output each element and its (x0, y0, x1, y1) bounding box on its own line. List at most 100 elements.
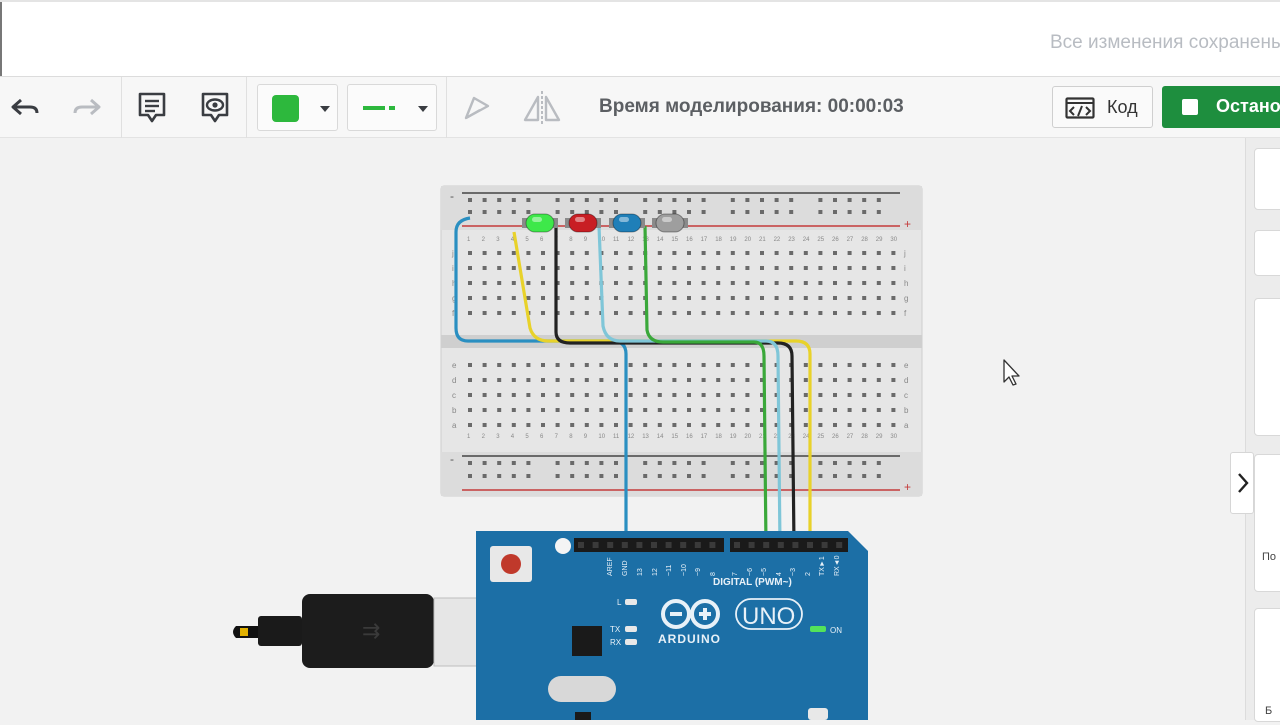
rail-hole[interactable] (687, 461, 691, 465)
breadboard-hole[interactable] (628, 296, 633, 300)
breadboard-hole[interactable] (628, 281, 633, 285)
breadboard-hole[interactable] (614, 408, 618, 412)
breadboard-hole[interactable] (862, 393, 867, 397)
rail-hole[interactable] (687, 210, 691, 214)
breadboard-hole[interactable] (833, 281, 837, 285)
breadboard-hole[interactable] (818, 378, 823, 382)
breadboard-hole[interactable] (555, 363, 560, 367)
rail-hole[interactable] (643, 210, 648, 214)
breadboard-hole[interactable] (570, 266, 575, 270)
breadboard-hole[interactable] (482, 296, 487, 300)
rail-hole[interactable] (482, 198, 487, 202)
breadboard-hole[interactable] (584, 378, 589, 382)
breadboard-hole[interactable] (511, 393, 516, 397)
rail-hole[interactable] (730, 198, 735, 202)
breadboard-hole[interactable] (760, 423, 764, 427)
visibility-button[interactable] (196, 89, 234, 127)
breadboard-hole[interactable] (862, 363, 867, 367)
breadboard-hole[interactable] (672, 281, 677, 285)
rail-hole[interactable] (774, 474, 779, 478)
breadboard-hole[interactable] (511, 311, 516, 315)
rail-hole[interactable] (643, 198, 648, 202)
breadboard-hole[interactable] (789, 311, 794, 315)
rail-hole[interactable] (745, 474, 750, 478)
breadboard-hole[interactable] (687, 378, 691, 382)
breadboard-hole[interactable] (599, 378, 604, 382)
breadboard-hole[interactable] (497, 266, 502, 270)
rail-hole[interactable] (555, 461, 560, 465)
breadboard-hole[interactable] (745, 311, 750, 315)
breadboard-hole[interactable] (687, 423, 691, 427)
breadboard-hole[interactable] (833, 251, 837, 255)
breadboard-hole[interactable] (555, 378, 560, 382)
breadboard-hole[interactable] (789, 266, 794, 270)
header-pin[interactable] (578, 542, 584, 548)
rail-hole[interactable] (701, 474, 706, 478)
breadboard-hole[interactable] (876, 311, 881, 315)
rail-hole[interactable] (760, 474, 764, 478)
breadboard-hole[interactable] (526, 281, 531, 285)
breadboard-hole[interactable] (643, 393, 648, 397)
breadboard-hole[interactable] (555, 393, 560, 397)
rail-hole[interactable] (584, 210, 589, 214)
rail-hole[interactable] (876, 198, 881, 202)
header-pin[interactable] (836, 542, 843, 548)
breadboard-hole[interactable] (876, 251, 881, 255)
breadboard-hole[interactable] (730, 281, 735, 285)
led[interactable] (565, 213, 601, 233)
rail-hole[interactable] (497, 210, 502, 214)
breadboard-hole[interactable] (891, 251, 896, 255)
rail-hole[interactable] (760, 461, 764, 465)
breadboard-hole[interactable] (701, 378, 706, 382)
redo-button[interactable] (68, 91, 106, 125)
breadboard-hole[interactable] (701, 311, 706, 315)
breadboard-hole[interactable] (599, 393, 604, 397)
breadboard-hole[interactable] (628, 423, 633, 427)
breadboard-hole[interactable] (657, 251, 662, 255)
breadboard-hole[interactable] (701, 363, 706, 367)
rail-hole[interactable] (643, 461, 648, 465)
breadboard-hole[interactable] (614, 266, 618, 270)
breadboard-hole[interactable] (862, 251, 867, 255)
rail-hole[interactable] (672, 210, 677, 214)
rail-hole[interactable] (482, 461, 487, 465)
rail-hole[interactable] (599, 198, 604, 202)
rail-hole[interactable] (468, 198, 472, 202)
rail-hole[interactable] (818, 474, 823, 478)
breadboard-hole[interactable] (584, 311, 589, 315)
breadboard-hole[interactable] (847, 423, 852, 427)
breadboard-hole[interactable] (687, 281, 691, 285)
breadboard-hole[interactable] (833, 408, 837, 412)
breadboard-hole[interactable] (526, 378, 531, 382)
breadboard-hole[interactable] (657, 423, 662, 427)
breadboard-hole[interactable] (730, 363, 735, 367)
breadboard-hole[interactable] (555, 423, 560, 427)
rail-hole[interactable] (468, 210, 472, 214)
led[interactable] (609, 213, 645, 233)
breadboard-hole[interactable] (687, 363, 691, 367)
rail-hole[interactable] (526, 198, 531, 202)
breadboard-hole[interactable] (847, 378, 852, 382)
breadboard-hole[interactable] (511, 423, 516, 427)
rail-hole[interactable] (789, 474, 794, 478)
breadboard-hole[interactable] (862, 281, 867, 285)
breadboard-hole[interactable] (716, 281, 721, 285)
breadboard-hole[interactable] (774, 296, 779, 300)
breadboard-hole[interactable] (730, 408, 735, 412)
line-style-picker[interactable] (347, 84, 437, 131)
breadboard-hole[interactable] (716, 266, 721, 270)
rail-hole[interactable] (497, 474, 502, 478)
breadboard-hole[interactable] (628, 408, 633, 412)
breadboard-hole[interactable] (876, 378, 881, 382)
rail-hole[interactable] (614, 461, 618, 465)
breadboard-hole[interactable] (526, 408, 531, 412)
rail-hole[interactable] (818, 461, 823, 465)
breadboard-hole[interactable] (862, 296, 867, 300)
breadboard-hole[interactable] (570, 408, 575, 412)
breadboard-hole[interactable] (716, 296, 721, 300)
rail-hole[interactable] (555, 474, 560, 478)
header-pin[interactable] (607, 542, 614, 548)
rail-hole[interactable] (511, 474, 516, 478)
breadboard-hole[interactable] (891, 393, 896, 397)
